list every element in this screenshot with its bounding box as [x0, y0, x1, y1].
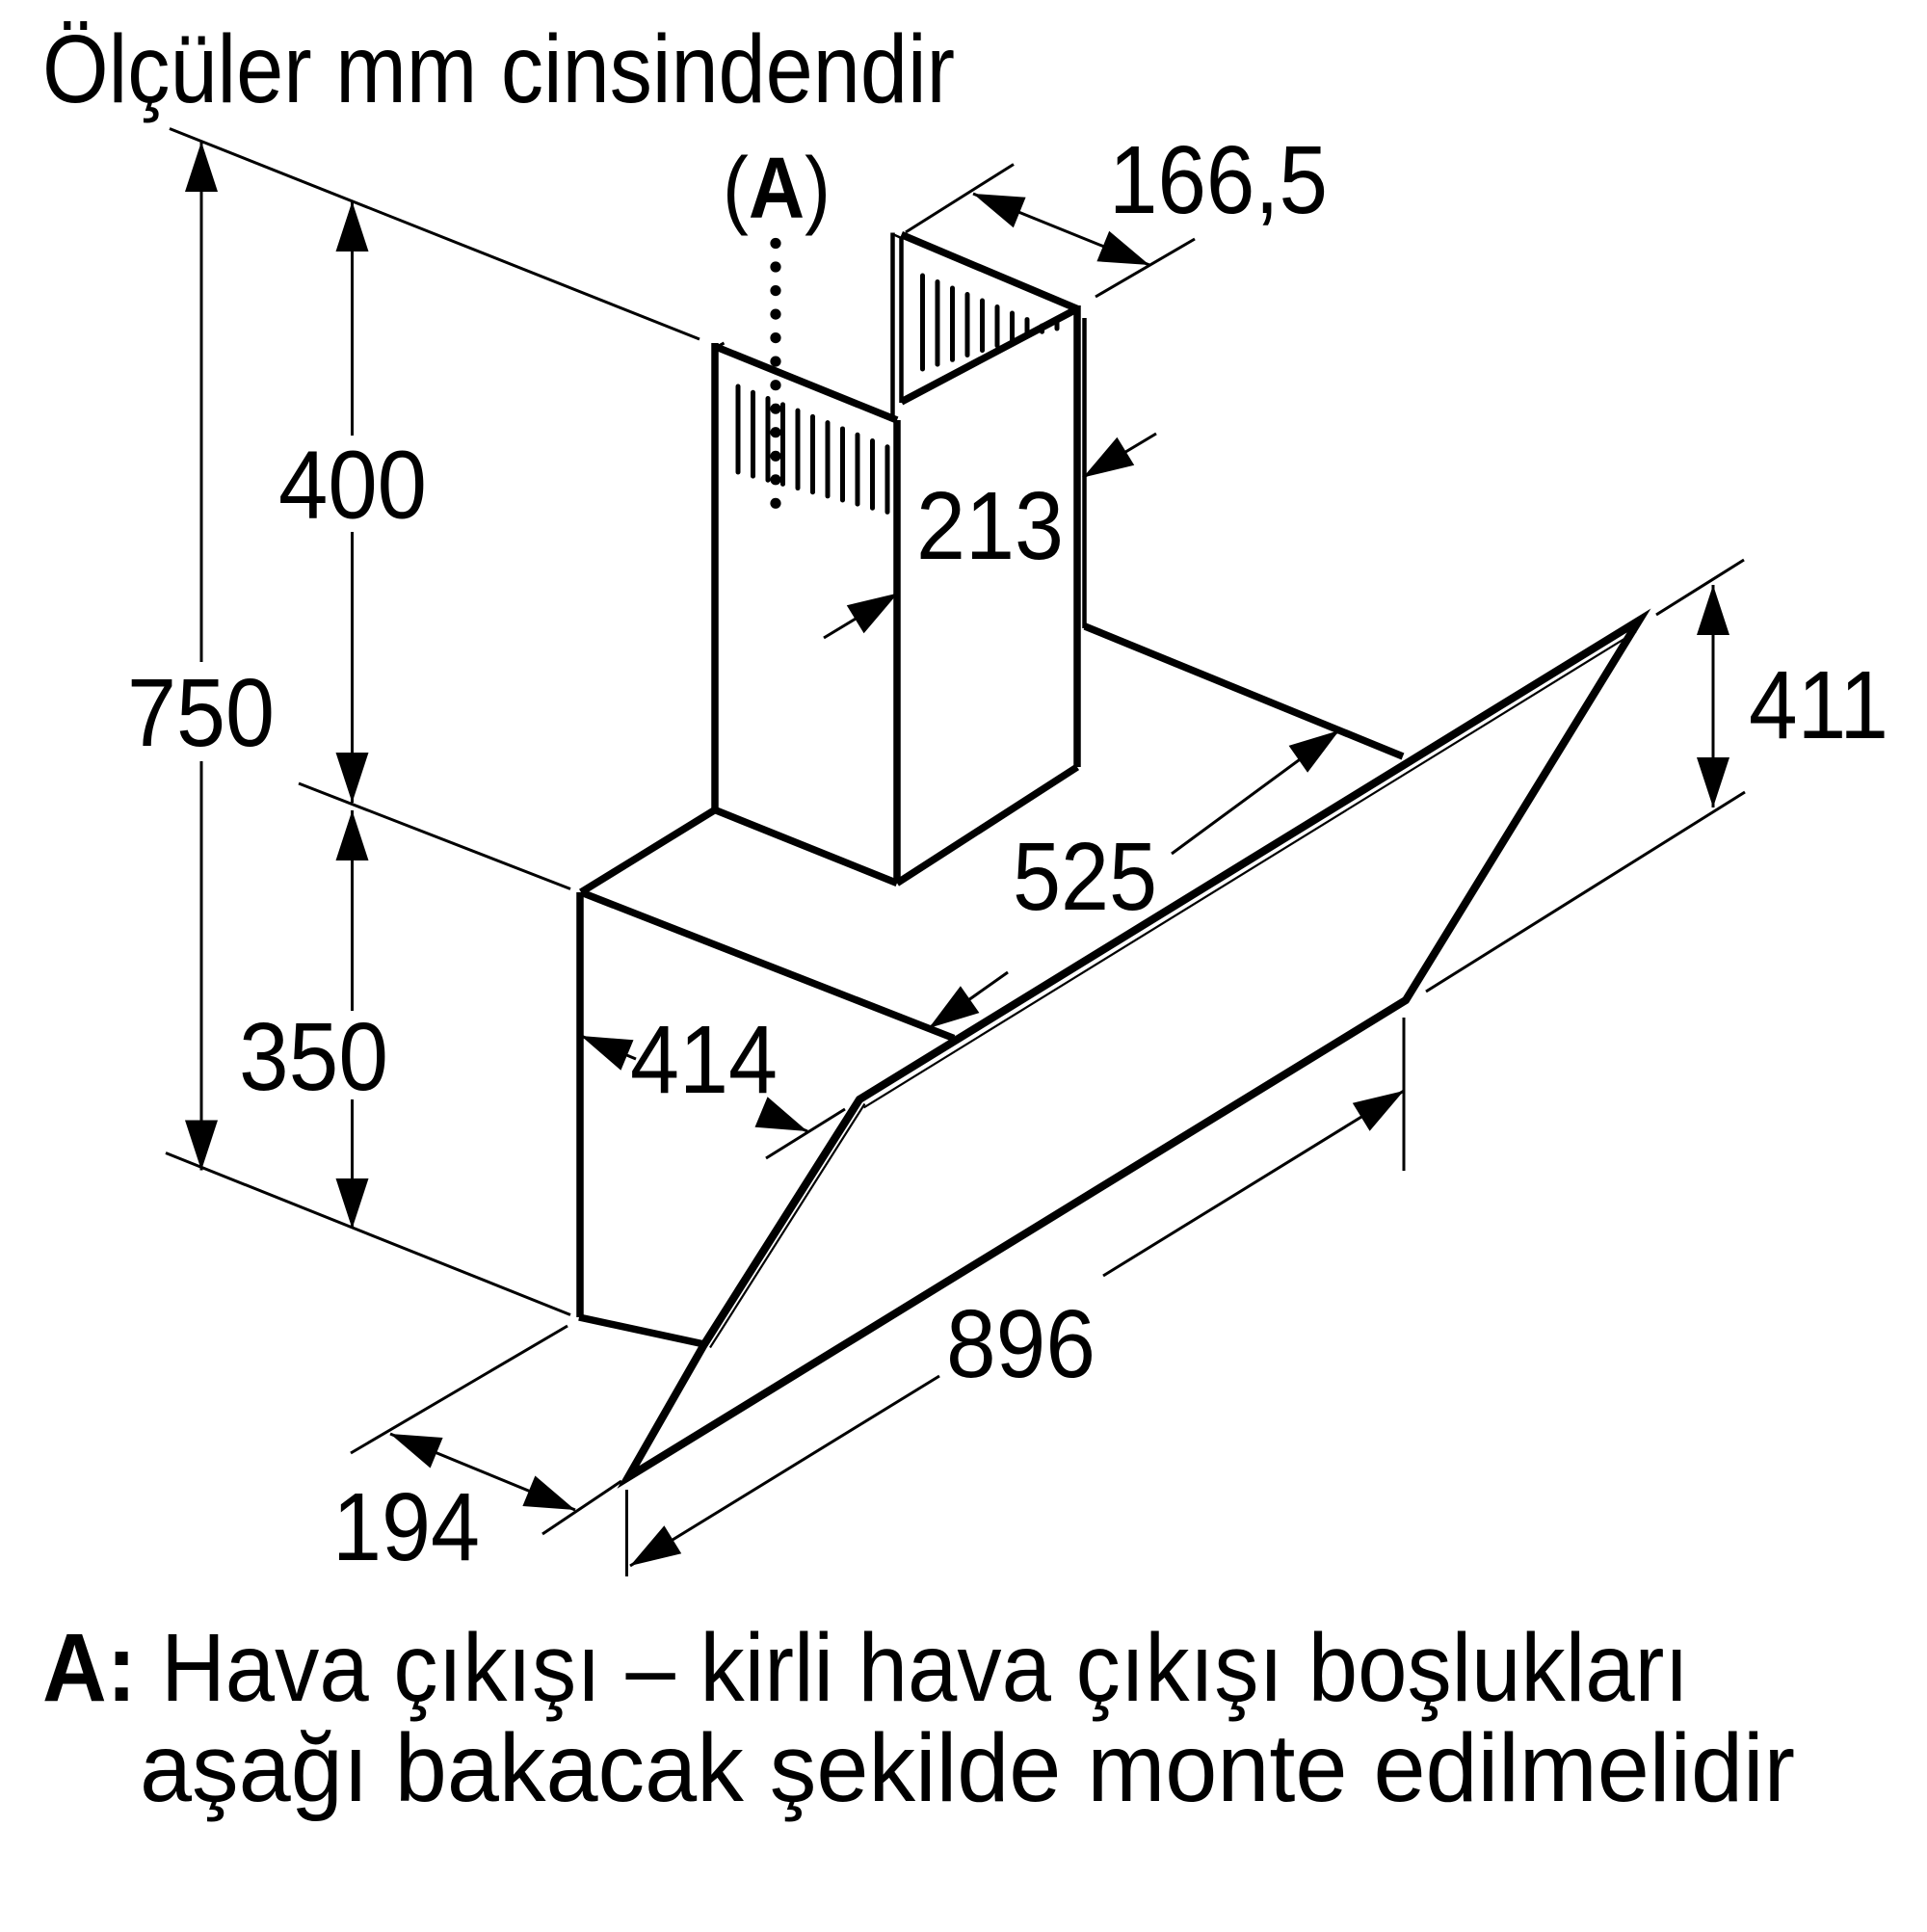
svg-text:896: 896	[946, 1290, 1095, 1398]
svg-text:414: 414	[630, 1006, 778, 1114]
svg-text:aşağı bakacak şekilde monte ed: aşağı bakacak şekilde monte edilmelidir	[140, 1714, 1795, 1822]
svg-text:194: 194	[332, 1473, 480, 1581]
svg-text:525: 525	[1013, 823, 1157, 931]
svg-text:400: 400	[278, 432, 427, 540]
svg-text:166,5: 166,5	[1109, 126, 1328, 234]
svg-text:750: 750	[127, 659, 275, 767]
svg-text:411: 411	[1749, 651, 1888, 759]
svg-text:(A): (A)	[723, 141, 831, 237]
svg-text:350: 350	[239, 1003, 388, 1111]
svg-text:A: Hava çıkışı – kirli hava çı: A: Hava çıkışı – kirli hava çıkışı boşlu…	[42, 1614, 1689, 1722]
svg-text:Ölçüler mm cinsindendir: Ölçüler mm cinsindendir	[42, 15, 955, 123]
svg-text:213: 213	[916, 472, 1064, 580]
